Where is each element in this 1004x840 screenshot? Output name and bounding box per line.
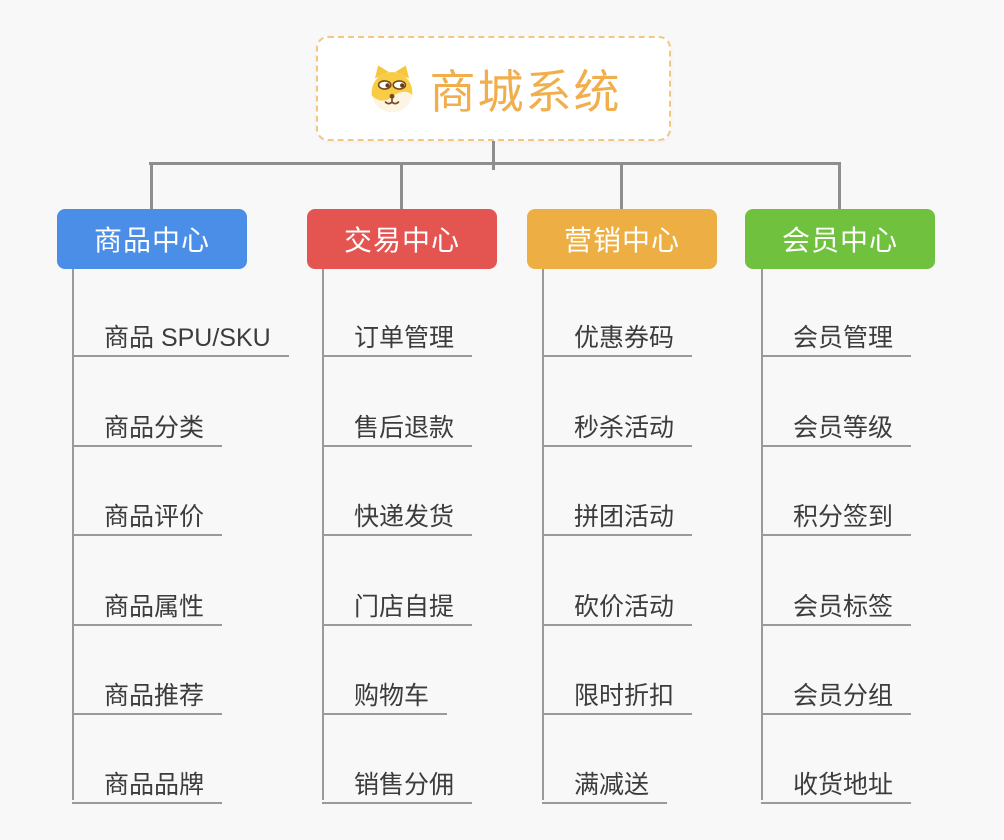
sub-item[interactable]: 收货地址: [761, 754, 912, 804]
sub-item[interactable]: 商品属性: [72, 576, 223, 626]
sub-item[interactable]: 会员等级: [761, 397, 912, 447]
connector-drop-trade: [400, 162, 403, 209]
connector-root-stem: [492, 141, 495, 170]
connector-drop-marketing: [620, 162, 623, 209]
sub-item[interactable]: 商品分类: [72, 397, 223, 447]
sub-item[interactable]: 满减送: [542, 754, 668, 804]
sub-item[interactable]: 秒杀活动: [542, 397, 693, 447]
sub-item[interactable]: 会员分组: [761, 665, 912, 715]
sub-item[interactable]: 商品推荐: [72, 665, 223, 715]
connector-drop-products: [150, 162, 153, 209]
sub-item[interactable]: 砍价活动: [542, 576, 693, 626]
sub-item[interactable]: 售后退款: [322, 397, 473, 447]
shiba-dog-icon: [371, 64, 412, 113]
sub-item[interactable]: 拼团活动: [542, 486, 693, 536]
branch-node-product-center[interactable]: 商品中心: [57, 209, 247, 269]
sub-item[interactable]: 优惠券码: [542, 307, 693, 357]
sub-item[interactable]: 商品品牌: [72, 754, 223, 804]
sub-item[interactable]: 快递发货: [322, 486, 473, 536]
branch-node-member-center[interactable]: 会员中心: [745, 209, 935, 269]
sub-item[interactable]: 会员标签: [761, 576, 912, 626]
sub-item[interactable]: 销售分佣: [322, 754, 473, 804]
sub-item[interactable]: 门店自提: [322, 576, 473, 626]
branch-node-trade-center[interactable]: 交易中心: [307, 209, 497, 269]
sub-item[interactable]: 商品 SPU/SKU: [72, 307, 289, 357]
branch-node-marketing-center[interactable]: 营销中心: [527, 209, 717, 269]
root-title: 商城系统: [429, 65, 622, 118]
root-node[interactable]: 商城系统: [316, 36, 671, 141]
connector-drop-members: [838, 162, 841, 209]
sub-item[interactable]: 订单管理: [322, 307, 473, 357]
sub-item[interactable]: 积分签到: [761, 486, 912, 536]
sub-item[interactable]: 会员管理: [761, 307, 912, 357]
sub-item[interactable]: 商品评价: [72, 486, 223, 536]
connector-horizontal-bar: [149, 162, 841, 165]
sub-item[interactable]: 限时折扣: [542, 665, 693, 715]
sub-item[interactable]: 购物车: [322, 665, 448, 715]
